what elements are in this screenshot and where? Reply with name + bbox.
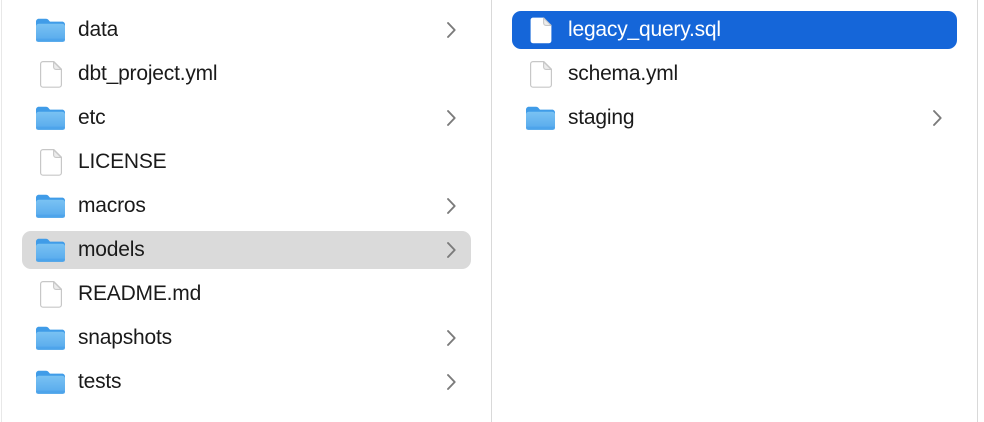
- file-row-schema-yml[interactable]: schema.yml: [512, 55, 957, 93]
- document-icon: [36, 60, 65, 88]
- folder-row-snapshots[interactable]: snapshots: [22, 319, 471, 357]
- file-row-license[interactable]: LICENSE: [22, 143, 471, 181]
- window-left-edge: [1, 0, 2, 422]
- folder-row-models[interactable]: models: [22, 231, 471, 269]
- folder-icon: [36, 326, 65, 350]
- item-label: README.md: [78, 282, 202, 305]
- folder-icon: [36, 106, 65, 130]
- folder-row-macros[interactable]: macros: [22, 187, 471, 225]
- document-icon: [526, 60, 555, 88]
- item-label: schema.yml: [568, 62, 679, 85]
- file-row-dbt-project-yml[interactable]: dbt_project.yml: [22, 55, 471, 93]
- folder-row-data[interactable]: data: [22, 11, 471, 49]
- column-divider[interactable]: [491, 0, 492, 422]
- finder-column-2: legacy_query.sql schema.yml staging: [492, 0, 977, 422]
- column-divider[interactable]: [977, 0, 978, 422]
- file-row-readme-md[interactable]: README.md: [22, 275, 471, 313]
- item-label: legacy_query.sql: [568, 18, 721, 41]
- folder-icon: [526, 106, 555, 130]
- folder-icon: [36, 370, 65, 394]
- item-label: models: [78, 238, 145, 261]
- folder-row-staging[interactable]: staging: [512, 99, 957, 137]
- item-label: LICENSE: [78, 150, 167, 173]
- document-icon: [526, 16, 555, 44]
- item-label: tests: [78, 370, 122, 393]
- document-icon: [36, 280, 65, 308]
- item-label: staging: [568, 106, 635, 129]
- chevron-right-icon: [446, 21, 457, 39]
- folder-icon: [36, 194, 65, 218]
- item-label: macros: [78, 194, 146, 217]
- item-label: data: [78, 18, 119, 41]
- folder-row-tests[interactable]: tests: [22, 363, 471, 401]
- folder-row-etc[interactable]: etc: [22, 99, 471, 137]
- chevron-right-icon: [446, 373, 457, 391]
- chevron-right-icon: [446, 329, 457, 347]
- chevron-right-icon: [446, 241, 457, 259]
- folder-icon: [36, 238, 65, 262]
- item-label: dbt_project.yml: [78, 62, 218, 85]
- item-label: etc: [78, 106, 106, 129]
- document-icon: [36, 148, 65, 176]
- item-label: snapshots: [78, 326, 172, 349]
- folder-icon: [36, 18, 65, 42]
- chevron-right-icon: [932, 109, 943, 127]
- chevron-right-icon: [446, 197, 457, 215]
- file-row-legacy-query-sql[interactable]: legacy_query.sql: [512, 11, 957, 49]
- chevron-right-icon: [446, 109, 457, 127]
